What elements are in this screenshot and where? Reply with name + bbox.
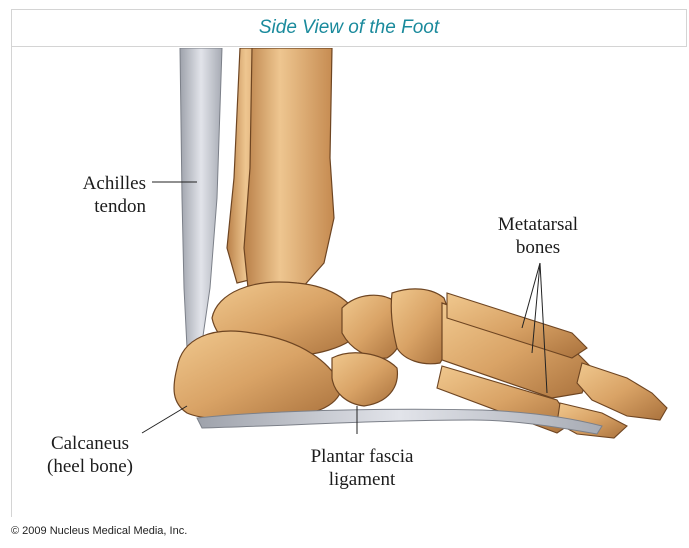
label-achilles-line2: tendon <box>56 195 146 218</box>
label-achilles-line1: Achilles <box>56 172 146 195</box>
page-title: Side View of the Foot <box>259 17 439 39</box>
label-plantar-line2: ligament <box>277 468 447 491</box>
label-calcaneus-line2: (heel bone) <box>30 455 150 478</box>
cuboid-bone <box>332 353 397 406</box>
label-metatarsal-line1: Metatarsal <box>483 213 593 236</box>
copyright-notice: © 2009 Nucleus Medical Media, Inc. <box>11 525 187 537</box>
label-metatarsal-line2: bones <box>483 236 593 259</box>
cuneiform-bones <box>391 289 449 364</box>
tibia-bone <box>244 48 334 298</box>
achilles-tendon <box>180 48 222 348</box>
title-bar: Side View of the Foot <box>11 9 687 47</box>
label-plantar-line1: Plantar fascia <box>277 445 447 468</box>
calcaneus-leader <box>142 406 187 433</box>
label-calcaneus-line1: Calcaneus <box>30 432 150 455</box>
label-achilles-tendon: Achilles tendon <box>56 172 146 218</box>
label-metatarsal-bones: Metatarsal bones <box>483 213 593 259</box>
label-calcaneus: Calcaneus (heel bone) <box>30 432 150 478</box>
label-plantar-fascia: Plantar fascia ligament <box>277 445 447 491</box>
